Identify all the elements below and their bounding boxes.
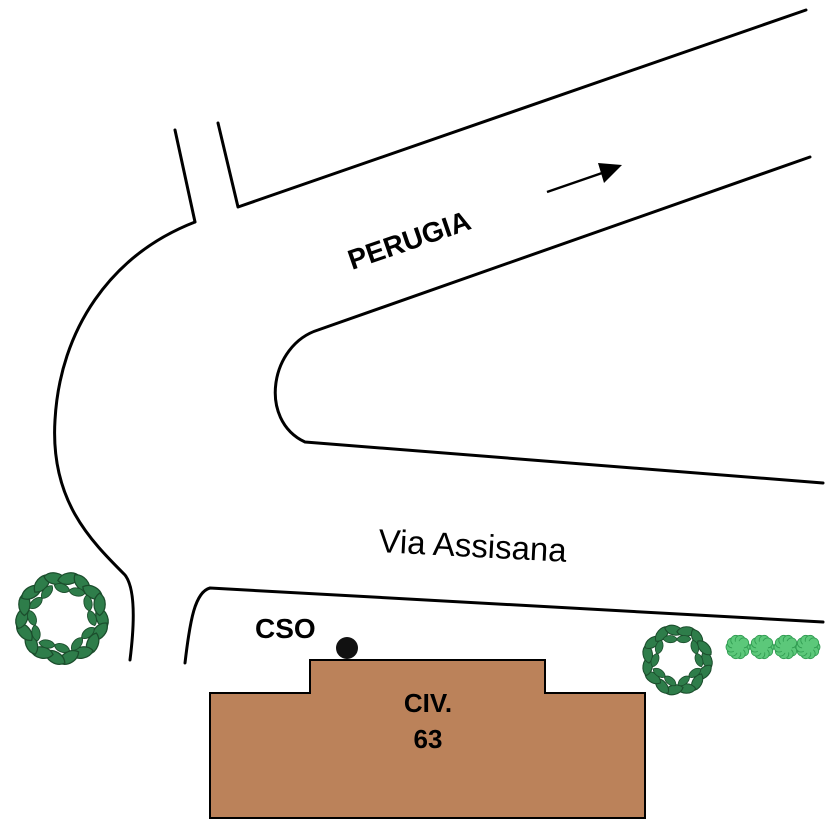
direction-label: PERUGIA xyxy=(344,205,475,276)
building-civ-63 xyxy=(209,659,646,819)
street-name-label: Via Assisana xyxy=(378,522,569,569)
road-edge-outer-curve xyxy=(53,220,197,662)
road-edge-lower xyxy=(183,586,825,665)
shrub-row xyxy=(725,634,821,660)
marker-dot-icon xyxy=(336,637,358,659)
road-edge-upper-left xyxy=(173,128,197,224)
arrow-icon xyxy=(546,163,622,194)
building-label-line1: CIV. xyxy=(404,688,452,718)
shrub-icon xyxy=(749,634,775,660)
shrub-icon xyxy=(795,634,821,660)
marker-label: CSO xyxy=(255,613,316,644)
shrub-icon xyxy=(773,634,799,660)
tree-icon xyxy=(641,622,716,698)
road-edge-upper xyxy=(216,8,808,209)
building-label-line2: 63 xyxy=(414,724,443,754)
shrub-icon xyxy=(725,634,751,660)
tree-icon xyxy=(12,570,112,669)
road-median-island xyxy=(273,155,825,485)
